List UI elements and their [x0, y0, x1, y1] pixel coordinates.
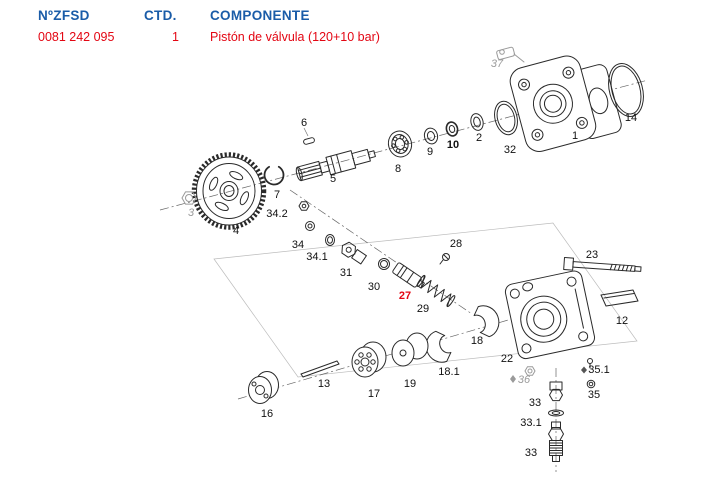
part-label-16[interactable]: 16	[261, 408, 273, 420]
valve-ball-drawing	[305, 221, 315, 231]
valve-piston-drawing[interactable]	[392, 262, 426, 290]
pump-housing-drawing	[509, 55, 597, 152]
rotor-discs-drawing	[391, 332, 429, 367]
bearing-drawing	[387, 130, 413, 158]
part-label-12[interactable]: 12	[616, 315, 628, 327]
part-label-3[interactable]: 3	[188, 207, 195, 219]
part-component-value[interactable]: Pistón de válvula (120+10 bar)	[210, 30, 380, 44]
drive-gear-drawing	[191, 152, 267, 230]
plate-drawing	[600, 289, 639, 307]
part-label-14[interactable]: 14	[625, 112, 637, 124]
part-label-35[interactable]: 35	[588, 389, 600, 401]
part-label-34[interactable]: 34	[292, 239, 304, 251]
part-label-33-upper[interactable]: 33	[529, 397, 541, 409]
column-header-component: COMPONENTE	[210, 8, 310, 23]
marker-diamond-35-1	[581, 366, 587, 374]
valve-ring-drawing	[325, 234, 335, 246]
small-fastener-drawings	[581, 358, 596, 389]
gear-nut-drawing	[181, 191, 197, 205]
part-label-13[interactable]: 13	[318, 378, 330, 390]
part-labels: 37 1 14 32 2 10 9 8 6 5 7 34.2 4 3 34 34…	[188, 58, 637, 459]
part-qty-value[interactable]: 1	[172, 30, 179, 44]
small-screw-drawing	[439, 253, 450, 265]
part-label-19[interactable]: 19	[404, 378, 416, 390]
part-label-27-highlighted[interactable]: 27	[399, 290, 411, 302]
part-label-5[interactable]: 5	[330, 173, 336, 185]
part-label-23[interactable]: 23	[586, 249, 598, 261]
part-label-28[interactable]: 28	[450, 238, 462, 250]
valve-spring-drawing	[416, 274, 456, 308]
bolt-drawing	[563, 257, 642, 272]
part-label-22[interactable]: 22	[501, 353, 513, 365]
part-label-18-1[interactable]: 18.1	[438, 366, 459, 378]
part-label-35-1[interactable]: 35.1	[588, 364, 609, 376]
fitting-stack-drawing	[548, 381, 564, 462]
shaft-oring-drawing	[494, 100, 518, 136]
grouping-plane-outline	[213, 222, 638, 378]
part-label-34-2[interactable]: 34.2	[266, 208, 287, 220]
part-label-34-1[interactable]: 34.1	[306, 251, 327, 263]
part-label-8[interactable]: 8	[395, 163, 401, 175]
part-label-2[interactable]: 2	[476, 132, 482, 144]
drive-shaft-drawing	[295, 148, 376, 182]
part-label-32[interactable]: 32	[504, 144, 516, 156]
shaft-key-drawing	[303, 127, 315, 145]
end-disc-drawing	[248, 371, 279, 404]
housing-oring-drawing	[608, 63, 644, 117]
part-label-18[interactable]: 18	[471, 335, 483, 347]
part-label-9[interactable]: 9	[427, 146, 433, 158]
cam-shoe-drawing	[473, 305, 500, 338]
part-label-37[interactable]: 37	[491, 58, 504, 70]
column-header-zfsd: NºZFSD	[38, 8, 90, 23]
part-label-30[interactable]: 30	[368, 281, 380, 293]
snap-ring-drawing	[263, 164, 285, 186]
bracket-drawing	[496, 46, 525, 63]
valve-plug-drawing	[341, 241, 367, 265]
part-label-36[interactable]: 36	[518, 374, 531, 386]
plug-drawing	[510, 366, 536, 383]
pin-drawing	[300, 360, 340, 378]
part-label-4[interactable]: 4	[233, 225, 239, 237]
part-label-33-1[interactable]: 33.1	[520, 417, 541, 429]
part-label-10[interactable]: 10	[447, 139, 459, 151]
seal-ring-drawings	[423, 113, 484, 145]
column-header-qty: CTD.	[144, 8, 177, 23]
valve-seat-drawing	[298, 201, 310, 211]
part-label-29[interactable]: 29	[417, 303, 429, 315]
pressure-plate-drawing	[351, 341, 387, 378]
part-label-6[interactable]: 6	[301, 117, 307, 129]
part-label-1[interactable]: 1	[572, 130, 578, 142]
part-number-value[interactable]: 0081 242 095	[38, 30, 115, 44]
part-label-33-lower[interactable]: 33	[525, 447, 537, 459]
valve-housing-drawing	[504, 270, 596, 360]
piston-oring-drawing	[378, 258, 390, 270]
part-label-7[interactable]: 7	[274, 189, 280, 201]
marker-diamond-36	[510, 375, 516, 383]
part-label-17[interactable]: 17	[368, 388, 380, 400]
part-label-31[interactable]: 31	[340, 267, 352, 279]
